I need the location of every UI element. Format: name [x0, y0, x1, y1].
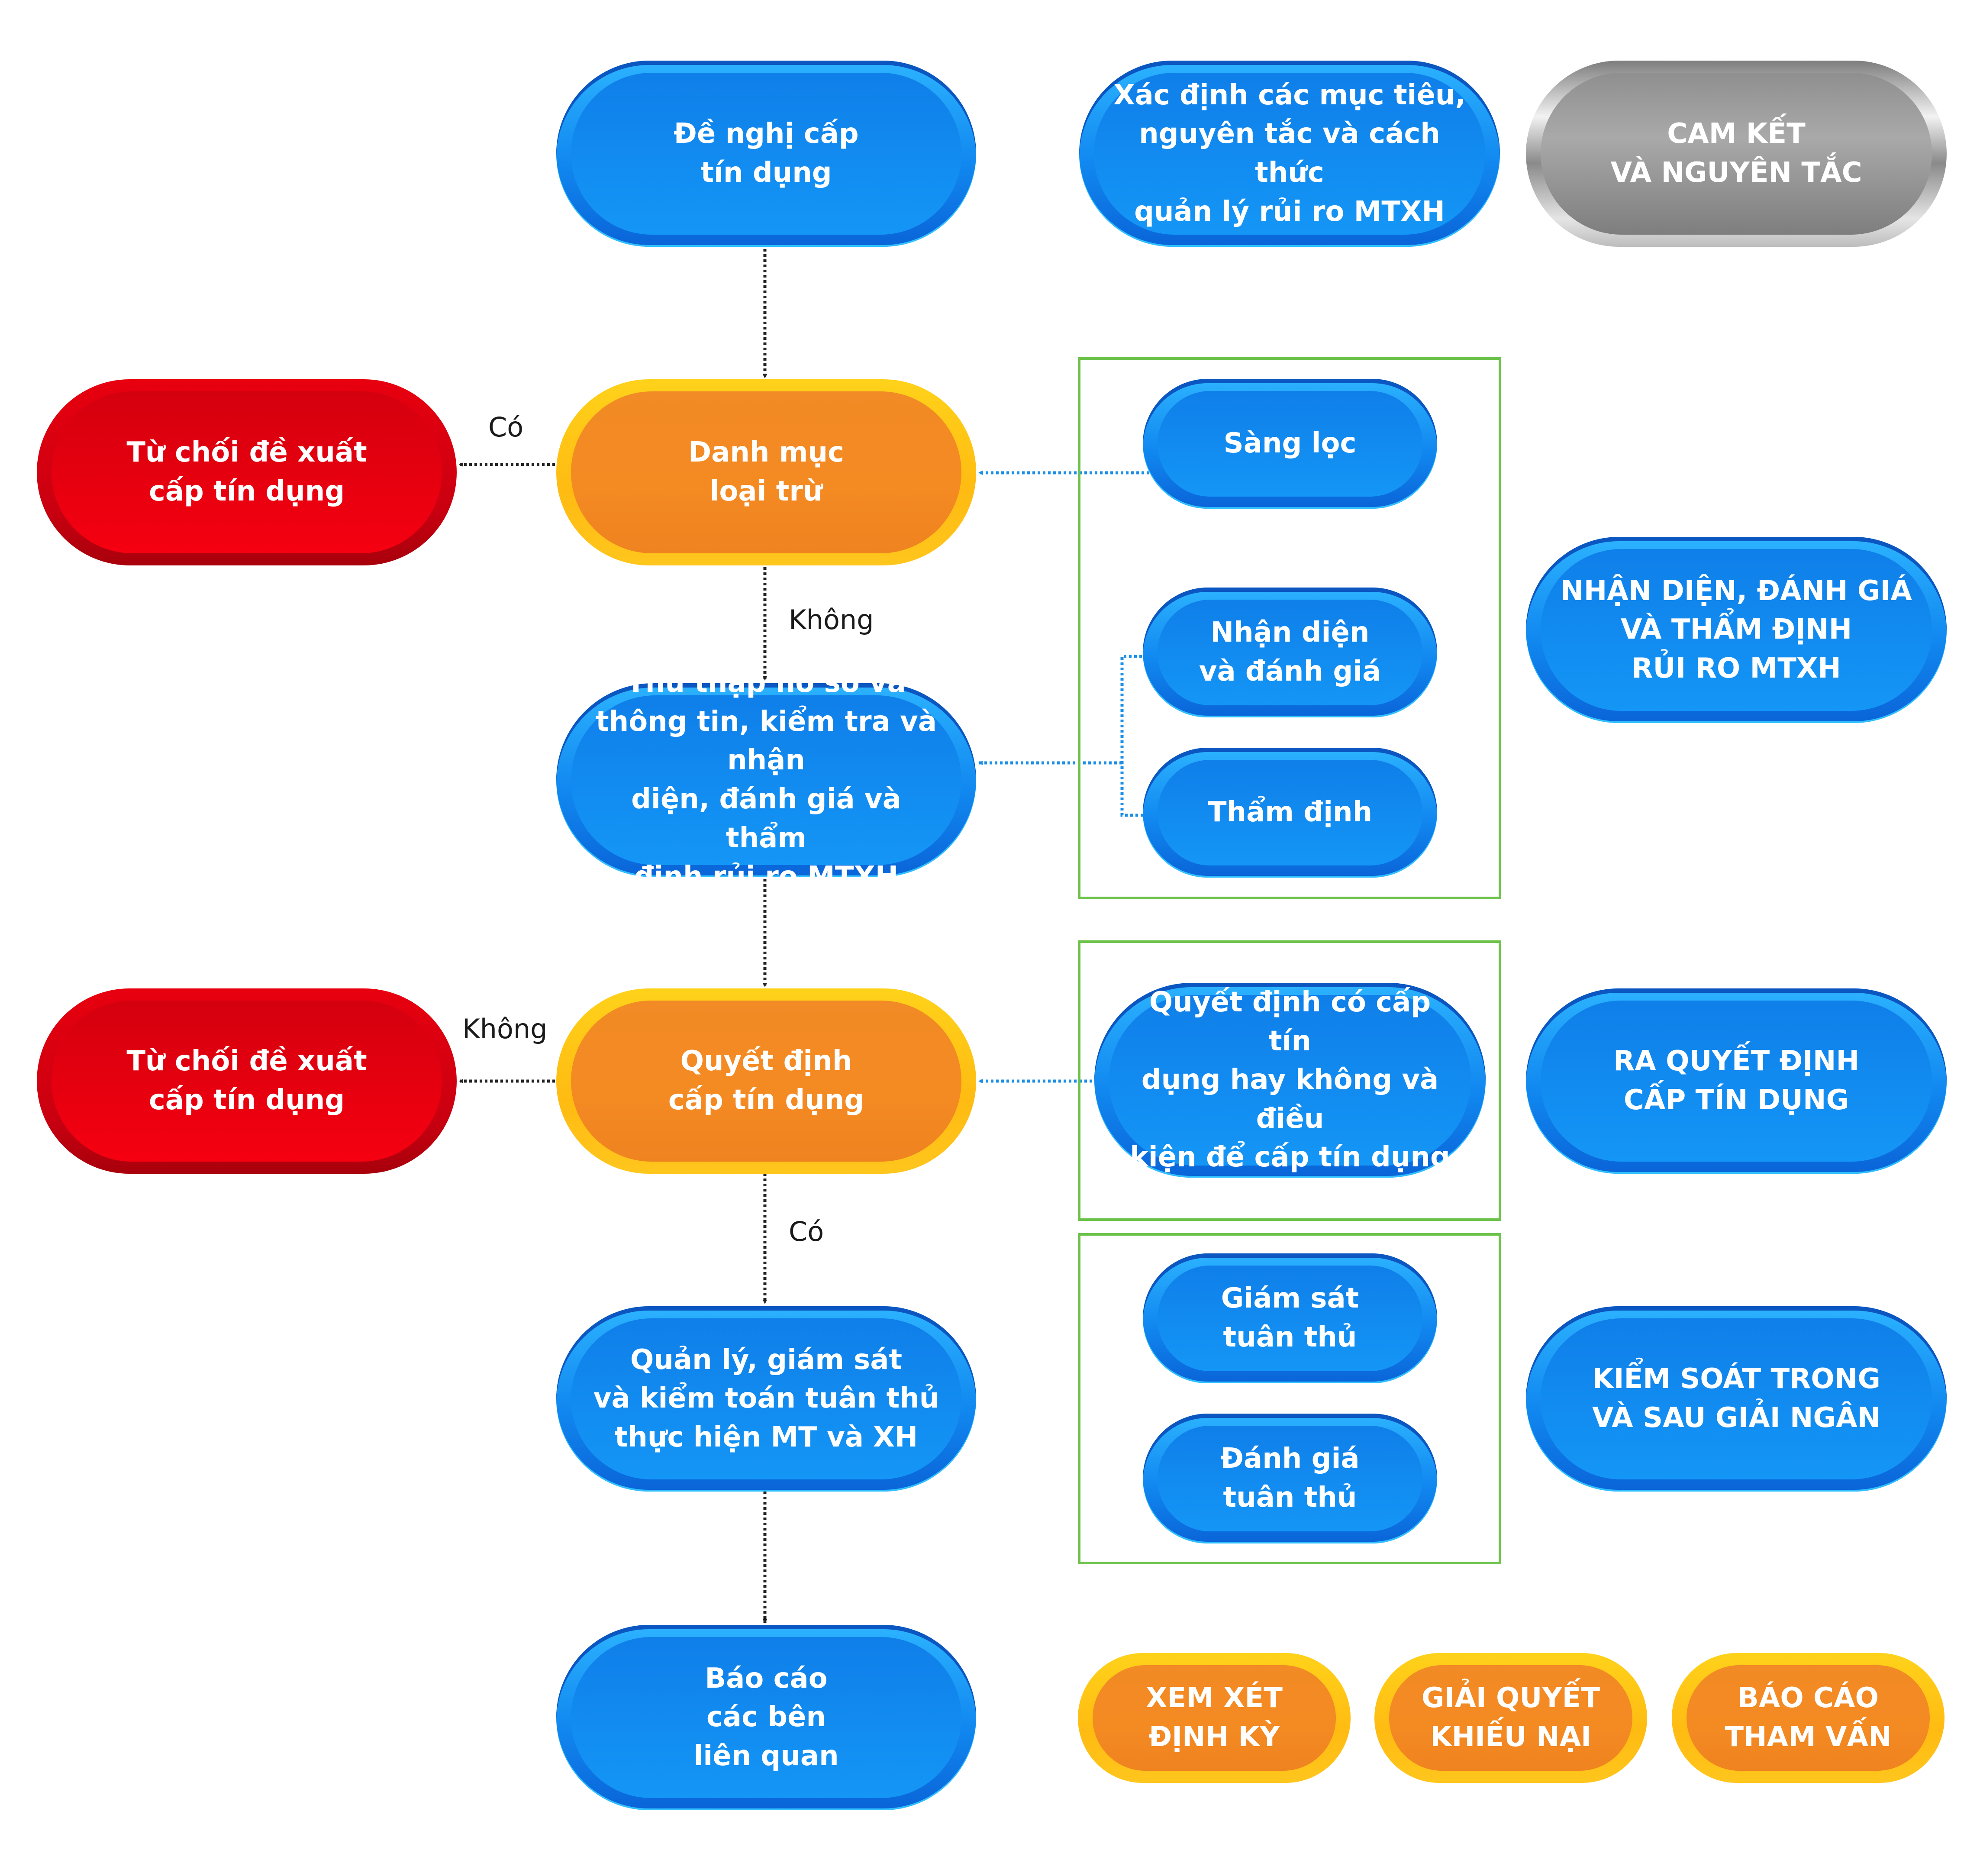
reject-node-1: Từ chối đề xuất cấp tín dụng [37, 379, 457, 565]
periodic-review-label: XEM XÉT ĐỊNH KỲ [1146, 1682, 1283, 1753]
compliance-assessment-node: Đánh giá tuân thủ [1143, 1414, 1437, 1543]
collect-assess-label: Thu thập hồ sơ và thông tin, kiểm tra và… [596, 667, 937, 893]
control-phase: KIỂM SOÁT TRONG VÀ SAU GIẢI NGÂN [1526, 1306, 1947, 1492]
compliance-assessment-label: Đánh giá tuân thủ [1220, 1443, 1360, 1514]
control-group-frame [1078, 1233, 1501, 1564]
reject-label-1: Từ chối đề xuất cấp tín dụng [126, 436, 367, 507]
define-objectives-label: Xác định các mục tiêu, nguyên tắc và các… [1113, 79, 1466, 228]
decision-group-frame [1078, 940, 1501, 1221]
reject-label-2: Từ chối đề xuất cấp tín dụng [126, 1045, 367, 1116]
screening-label: Sàng lọc [1223, 427, 1357, 460]
stakeholder-report-label: Báo cáo các bên liên quan [693, 1662, 839, 1772]
edge-label-decision-yes: Có [789, 1216, 824, 1247]
periodic-review-node: XEM XÉT ĐỊNH KỲ [1078, 1653, 1351, 1783]
bracket-identify-appraisal [1120, 655, 1147, 817]
edge-label-exclusion-no: Không [789, 604, 874, 636]
stakeholder-report-node: Báo cáo các bên liên quan [556, 1625, 976, 1810]
complaints-node: GIẢI QUYẾT KHIẾU NẠI [1374, 1653, 1647, 1783]
reject-node-2: Từ chối đề xuất cấp tín dụng [37, 988, 457, 1174]
monitoring-node: Quản lý, giám sát và kiểm toán tuân thủ … [556, 1306, 976, 1492]
credit-decision-node: Quyết định cấp tín dụng [556, 988, 976, 1174]
identification-phase: NHẬN DIỆN, ĐÁNH GIÁ VÀ THẨM ĐỊNH RỦI RO … [1526, 537, 1947, 723]
screening-node: Sàng lọc [1143, 379, 1437, 509]
identify-assess-node: Nhận diện và đánh giá [1143, 588, 1437, 717]
exclusion-list-node: Danh mục loại trừ [556, 379, 976, 565]
appraisal-node: Thẩm định [1143, 748, 1437, 878]
commitment-phase: CAM KẾT VÀ NGUYÊN TẮC [1526, 61, 1947, 247]
decision-phase-label: RA QUYẾT ĐỊNH CẤP TÍN DỤNG [1613, 1045, 1860, 1116]
credit-request-node: Đề nghị cấp tín dụng [556, 61, 976, 247]
decide-conditions-node: Quyết định có cấp tín dụng hay không và … [1094, 983, 1486, 1178]
monitoring-label: Quản lý, giám sát và kiểm toán tuân thủ … [593, 1343, 939, 1453]
edge-label-exclusion-yes: Có [488, 411, 524, 443]
collect-assess-node: Thu thập hồ sơ và thông tin, kiểm tra và… [556, 667, 976, 893]
credit-decision-label: Quyết định cấp tín dụng [668, 1045, 864, 1116]
identification-phase-label: NHẬN DIỆN, ĐÁNH GIÁ VÀ THẨM ĐỊNH RỦI RO … [1561, 575, 1912, 685]
define-objectives-node: Xác định các mục tiêu, nguyên tắc và các… [1079, 61, 1500, 247]
decision-phase: RA QUYẾT ĐỊNH CẤP TÍN DỤNG [1526, 988, 1947, 1174]
commitment-phase-label: CAM KẾT VÀ NGUYÊN TẮC [1610, 118, 1862, 189]
appraisal-label: Thẩm định [1207, 796, 1373, 829]
decide-conditions-label: Quyết định có cấp tín dụng hay không và … [1130, 986, 1450, 1174]
compliance-monitoring-label: Giám sát tuân thủ [1221, 1282, 1359, 1353]
compliance-monitoring-node: Giám sát tuân thủ [1143, 1253, 1437, 1383]
credit-request-label: Đề nghị cấp tín dụng [674, 118, 859, 189]
consultation-report-node: BÁO CÁO THAM VẤN [1672, 1653, 1945, 1783]
complaints-label: GIẢI QUYẾT KHIẾU NẠI [1421, 1682, 1600, 1753]
exclusion-list-label: Danh mục loại trừ [688, 436, 844, 507]
edge-label-decision-no: Không [462, 1013, 548, 1045]
identify-assess-label: Nhận diện và đánh giá [1199, 617, 1381, 688]
control-phase-label: KIỂM SOÁT TRONG VÀ SAU GIẢI NGÂN [1592, 1363, 1881, 1434]
consultation-report-label: BÁO CÁO THAM VẤN [1725, 1682, 1892, 1753]
identification-group-frame [1078, 357, 1501, 899]
